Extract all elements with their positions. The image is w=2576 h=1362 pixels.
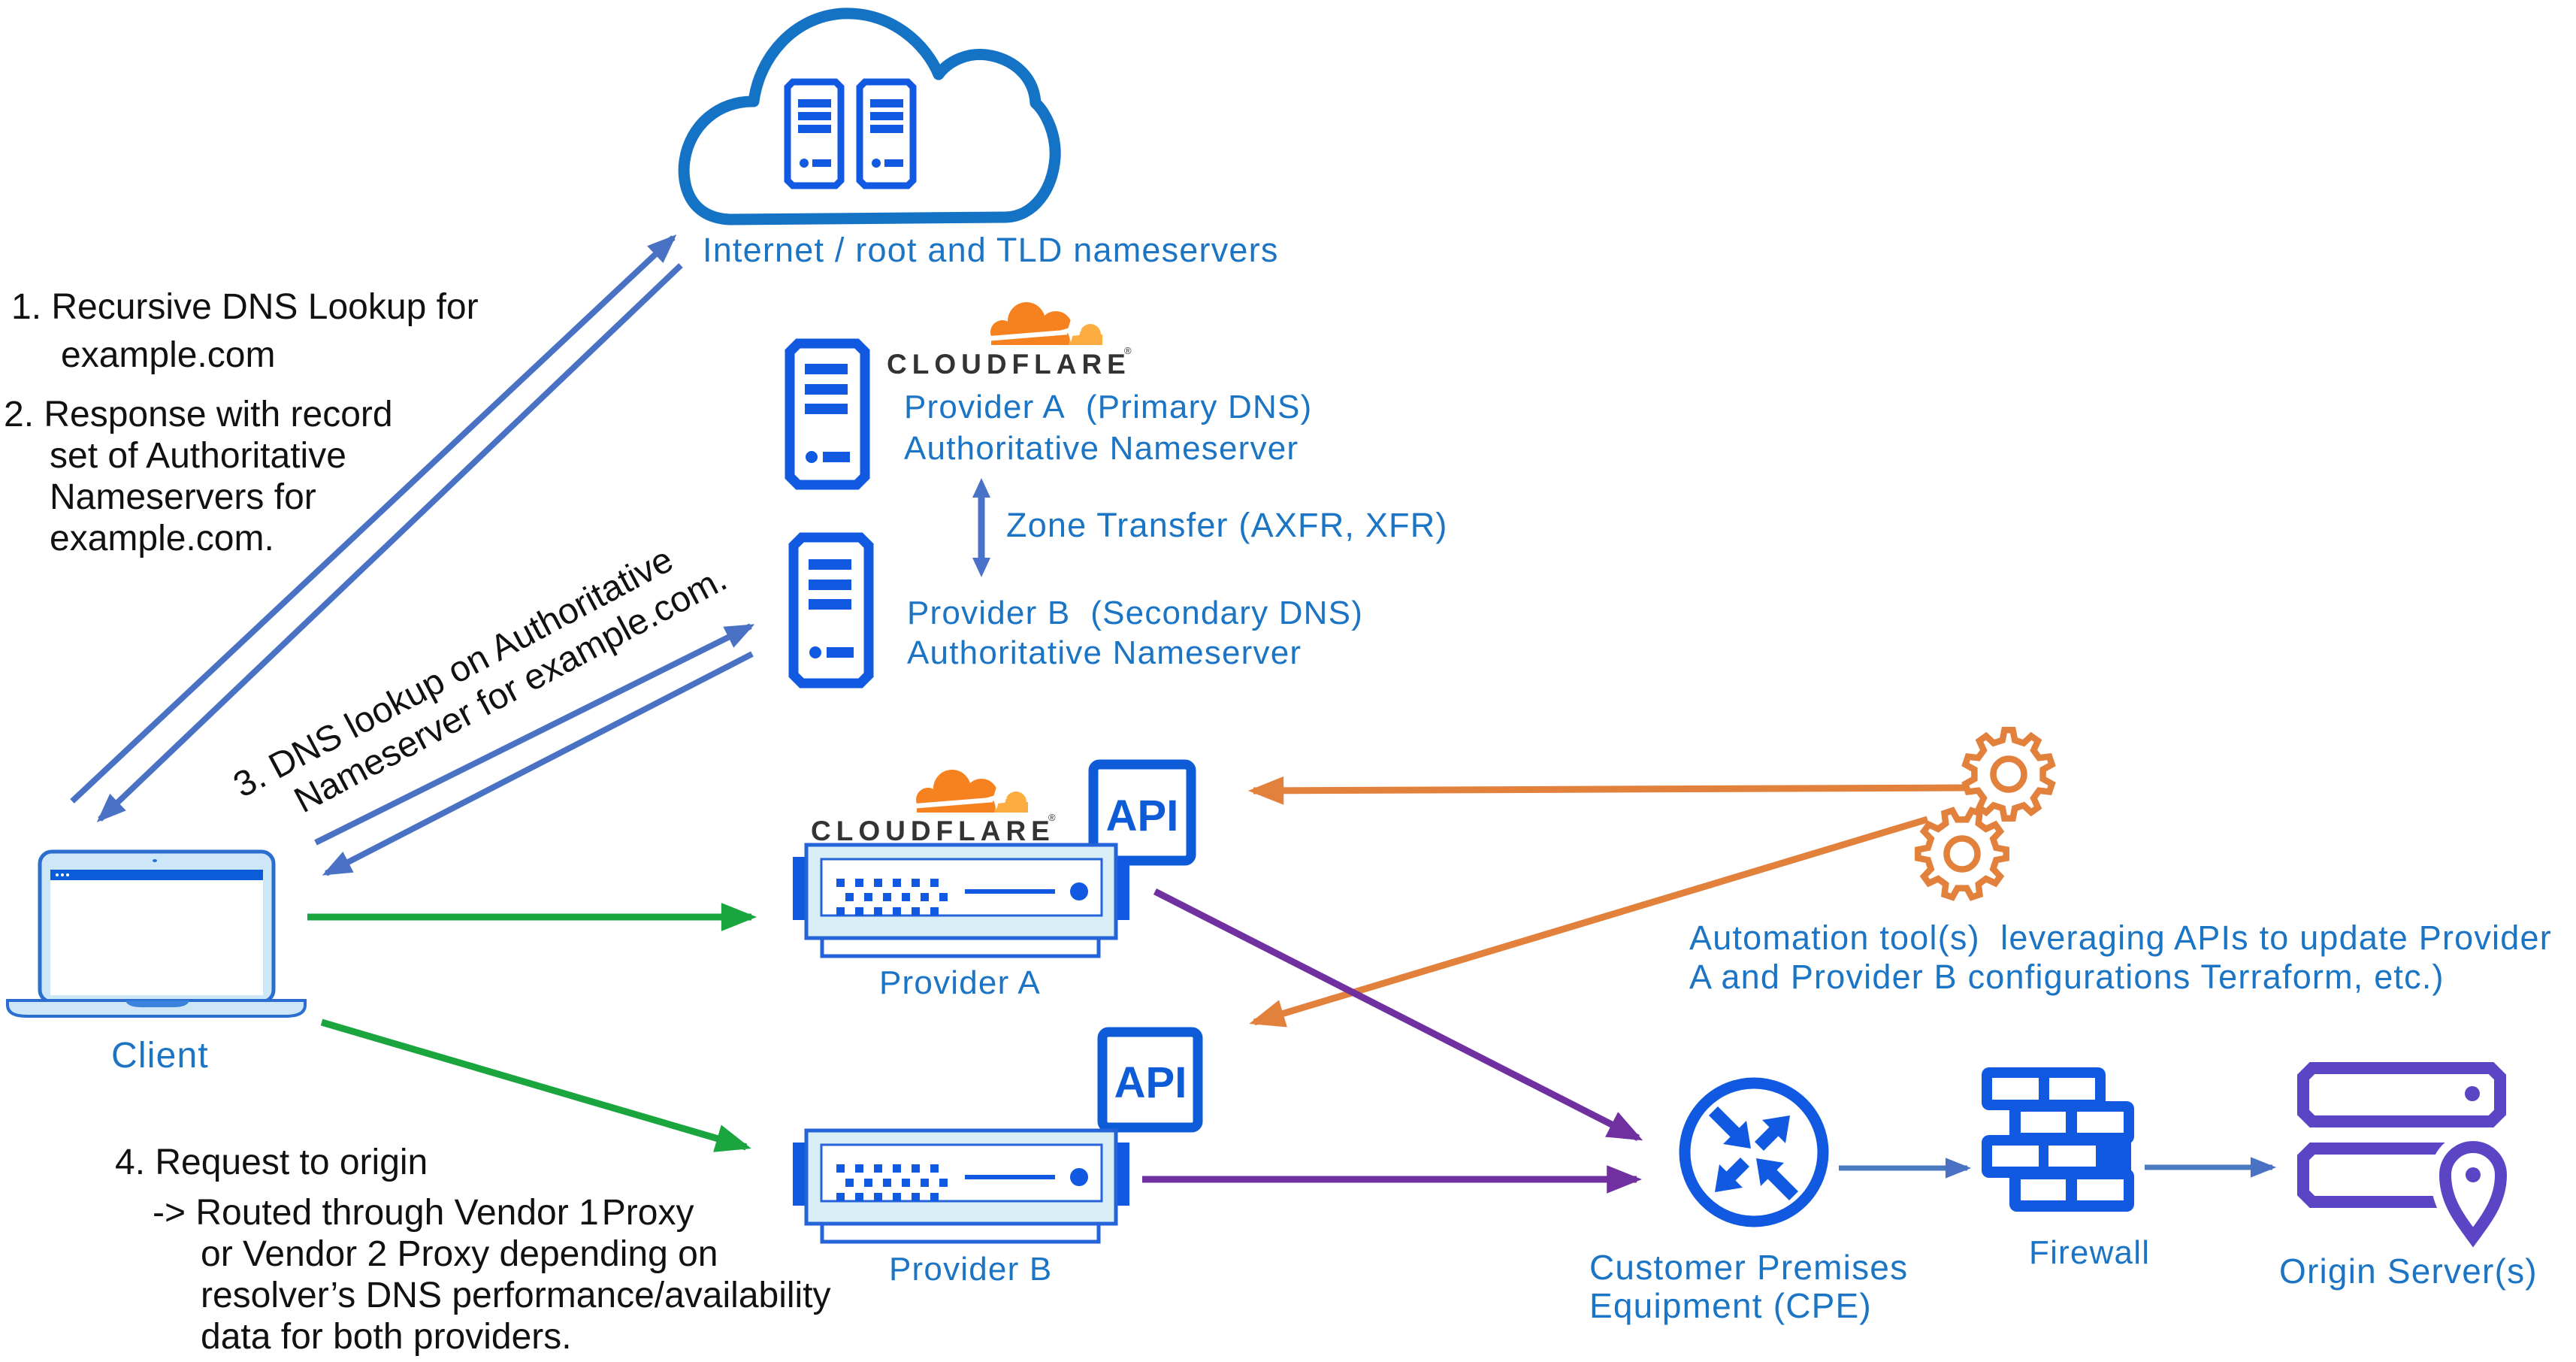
svg-text:Provider A (Primary DNS): Provider A (Primary DNS) <box>904 389 1312 425</box>
svg-text:Firewall: Firewall <box>2029 1234 2150 1271</box>
svg-text:set of Authoritative: set of Authoritative <box>50 436 346 476</box>
svg-text:A and Provider B configuration: A and Provider B configurations Terrafor… <box>1689 958 2444 996</box>
svg-text:CLOUDFLARE: CLOUDFLARE <box>887 349 1131 380</box>
svg-text:data for both providers.: data for both providers. <box>201 1317 572 1357</box>
svg-text:Authoritative Nameserver: Authoritative Nameserver <box>904 430 1299 467</box>
svg-text:Client: Client <box>111 1036 209 1076</box>
svg-text:Provider A: Provider A <box>879 964 1041 1001</box>
svg-text:API: API <box>1106 791 1179 840</box>
svg-text:4. Request to origin: 4. Request to origin <box>115 1143 428 1182</box>
svg-text:Customer Premises: Customer Premises <box>1589 1248 1908 1287</box>
svg-text:example.com.: example.com. <box>50 519 274 558</box>
svg-text:Origin Server(s): Origin Server(s) <box>2279 1252 2538 1291</box>
svg-text:API: API <box>1114 1058 1187 1107</box>
svg-text:-> Routed through Vendor 1 Pro: -> Routed through Vendor 1 Proxy <box>153 1193 694 1233</box>
svg-text:1. Recursive DNS Lookup for: 1. Recursive DNS Lookup for <box>11 287 479 327</box>
svg-text:3. DNS lookup on Authoritative: 3. DNS lookup on Authoritative <box>227 540 679 806</box>
svg-text:Provider B: Provider B <box>889 1251 1052 1288</box>
svg-text:Authoritative Nameserver: Authoritative Nameserver <box>907 634 1302 671</box>
svg-text:®: ® <box>1124 345 1132 356</box>
svg-text:Zone Transfer (AXFR, XFR): Zone Transfer (AXFR, XFR) <box>1006 506 1448 544</box>
svg-text:example.com: example.com <box>61 335 275 375</box>
svg-text:®: ® <box>1048 812 1056 823</box>
svg-text:Internet / root and TLD namese: Internet / root and TLD nameservers <box>703 231 1279 269</box>
svg-text:resolver’s DNS performance/ava: resolver’s DNS performance/availability <box>201 1276 831 1315</box>
svg-text:Nameservers for: Nameservers for <box>50 477 316 517</box>
svg-text:CLOUDFLARE: CLOUDFLARE <box>811 816 1055 846</box>
svg-text:Provider B (Secondary DNS): Provider B (Secondary DNS) <box>907 595 1363 631</box>
svg-text:Equipment (CPE): Equipment (CPE) <box>1589 1286 1872 1325</box>
svg-text:Automation tool(s) leveraging: Automation tool(s) leveraging APIs to up… <box>1689 919 2552 957</box>
svg-text:or Vendor 2 Proxy depending on: or Vendor 2 Proxy depending on <box>201 1234 718 1274</box>
svg-text:2. Response with record: 2. Response with record <box>4 395 393 434</box>
